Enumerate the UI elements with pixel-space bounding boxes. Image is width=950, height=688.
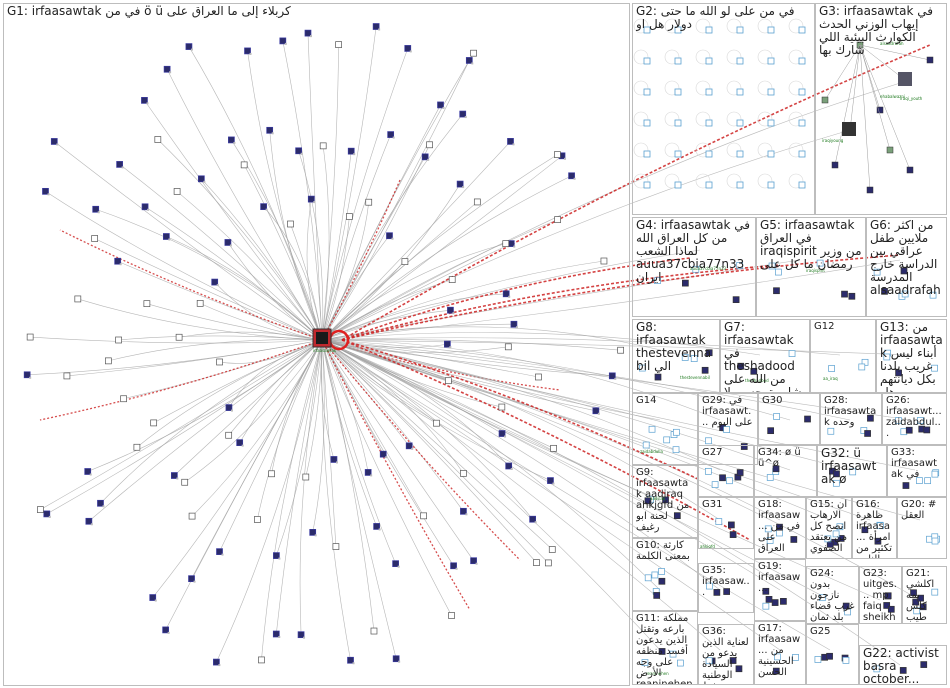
group-label: G25 [810, 626, 855, 637]
group-box-g6: G6: من اكثر ملايين طفل عراقي بين الدراسة… [866, 217, 947, 317]
group-box-g30: G30 [758, 393, 820, 445]
group-box-g35: G35: irfaasaw... [698, 563, 754, 613]
group-box-g21: G21: اكلشي يمه كلش طيب الله يحفظه ويبارك [902, 566, 947, 624]
group-label: G35: irfaasaw... [702, 565, 750, 598]
group-box-g13: G13: من irfaasawtak أبناء ليس غريب بلدنا… [876, 319, 947, 393]
group-box-g16: G16: ظاهرة irfaasa... امرأة تكثير من الن… [852, 497, 897, 559]
group-box-g31: G31 [698, 497, 754, 549]
group-label: G5: irfaasawtak في العراق iraqispirit من… [760, 219, 862, 271]
group-box-g8: G8: irfaasawtak thestevennabil الي [632, 319, 720, 393]
group-box-g26: G26: irfaasawt... zaidabdul... [882, 393, 947, 445]
group-box-g5: G5: irfaasawtak في العراق iraqispirit من… [756, 217, 866, 317]
group-box-g2: G2: في من على لو الله ما حتى دولار هل او [632, 3, 815, 215]
group-label: G6: من اكثر ملايين طفل عراقي بين الدراسة… [870, 219, 943, 297]
group-box-g36: G36: لعناية الذين يدعو من السيادة الوطني… [698, 624, 754, 685]
group-label: G29: في irfaasawt... على اليوم [702, 395, 754, 428]
group-box-g4: G4: irfaasawtak في من كل العراق الله لما… [632, 217, 756, 317]
group-label: G23: uitges... mp faiq sheikh [863, 568, 898, 623]
group-label: G10: كارثة بمعنى الكلمة [636, 540, 694, 562]
group-label: G9: irfaasawtak aadiraq ahkjgfd من لحنة … [636, 467, 694, 533]
group-box-g17: G17: irfaasaw... من الحسينية الحسن [754, 621, 806, 685]
group-label: G14 [636, 395, 694, 406]
group-box-g25: G25 [806, 624, 859, 685]
group-label: G2: في من على لو الله ما حتى دولار هل او [636, 5, 811, 31]
group-label: G1: irfaasawtak في من ö ü كربلاء إلى ما … [7, 5, 626, 18]
group-label: G20: # العقل [901, 499, 943, 521]
group-label: G28: irfaasawtak وحده [824, 395, 878, 428]
group-label: G34: ø ü ü^ø [758, 447, 813, 469]
group-label: G21: اكلشي يمه كلش طيب الله يحفظه ويبارك [906, 568, 943, 624]
group-label: G17: irfaasaw... من الحسينية الحسن [758, 623, 802, 678]
group-box-g18: G18: irfaasaw... في من على العراق [754, 497, 806, 559]
group-box-g9: G9: irfaasawtak aadiraq ahkjgfd من لحنة … [632, 465, 698, 538]
group-label: G11: مملكة بارعه وتقتل الذين يدعون أفسد … [636, 613, 694, 685]
group-label: G16: ظاهرة irfaasa... امرأة تكثير من الن… [856, 499, 893, 559]
group-box-g11: G11: مملكة بارعه وتقتل الذين يدعون أفسد … [632, 611, 698, 685]
group-label: G12 [814, 321, 872, 332]
group-label: G33: irfaasawtak في [891, 447, 943, 480]
group-box-g12: G12 [810, 319, 876, 393]
group-box-g34: G34: ø ü ü^ø [754, 445, 817, 497]
group-label: G24: بدون نازحون غرب قضاء بلد ثمان سنوات… [810, 568, 855, 624]
group-box-g33: G33: irfaasawtak في [887, 445, 947, 497]
group-box-g3: G3: irfaasawtak في إيهاب الوزني الحدث ال… [815, 3, 947, 215]
group-label: G36: لعناية الذين يدعو من السيادة الوطني… [702, 626, 750, 685]
group-label: G30 [762, 395, 816, 406]
group-box-g22: G22: activist basra october... [859, 645, 947, 685]
group-box-g32: G32: ü irfaasawtak ø [817, 445, 887, 497]
group-box-g28: G28: irfaasawtak وحده [820, 393, 882, 445]
group-label: G19: irfaasaw... [758, 561, 802, 594]
group-label: G22: activist basra october... [863, 647, 943, 685]
group-label: G32: ü irfaasawtak ø [821, 447, 883, 486]
group-label: G31 [702, 499, 750, 510]
group-label: G13: من irfaasawtak أبناء ليس غريب بلدنا… [880, 321, 943, 393]
group-label: G26: irfaasawt... zaidabdul... [886, 395, 943, 439]
group-label: G3: irfaasawtak في إيهاب الوزني الحدث ال… [819, 5, 943, 57]
group-box-g14: G14 [632, 393, 698, 465]
group-box-g24: G24: بدون نازحون غرب قضاء بلد ثمان سنوات… [806, 566, 859, 624]
group-label: G8: irfaasawtak thestevennabil الي [636, 321, 716, 373]
group-label: G4: irfaasawtak في من كل العراق الله لما… [636, 219, 752, 284]
group-box-g1: G1: irfaasawtak في من ö ü كربلاء إلى ما … [3, 3, 630, 686]
group-label: G18: irfaasaw... في من على العراق [758, 499, 802, 554]
group-box-g15: G15: ان الارهاب انصح كل من يعتقد الصفوي [806, 497, 852, 559]
group-box-g23: G23: uitges... mp faiq sheikh [859, 566, 902, 624]
group-box-g7: G7: irfaasawtak في theshadood من الله عل… [720, 319, 810, 393]
group-label: G15: ان الارهاب انصح كل من يعتقد الصفوي [810, 499, 848, 554]
group-box-g19: G19: irfaasaw... [754, 559, 806, 621]
group-box-g20: G20: # العقل [897, 497, 947, 559]
group-box-g29: G29: في irfaasawt... على اليوم [698, 393, 758, 465]
group-box-g10: G10: كارثة بمعنى الكلمة [632, 538, 698, 611]
group-label: G7: irfaasawtak في theshadood من الله عل… [724, 321, 806, 393]
